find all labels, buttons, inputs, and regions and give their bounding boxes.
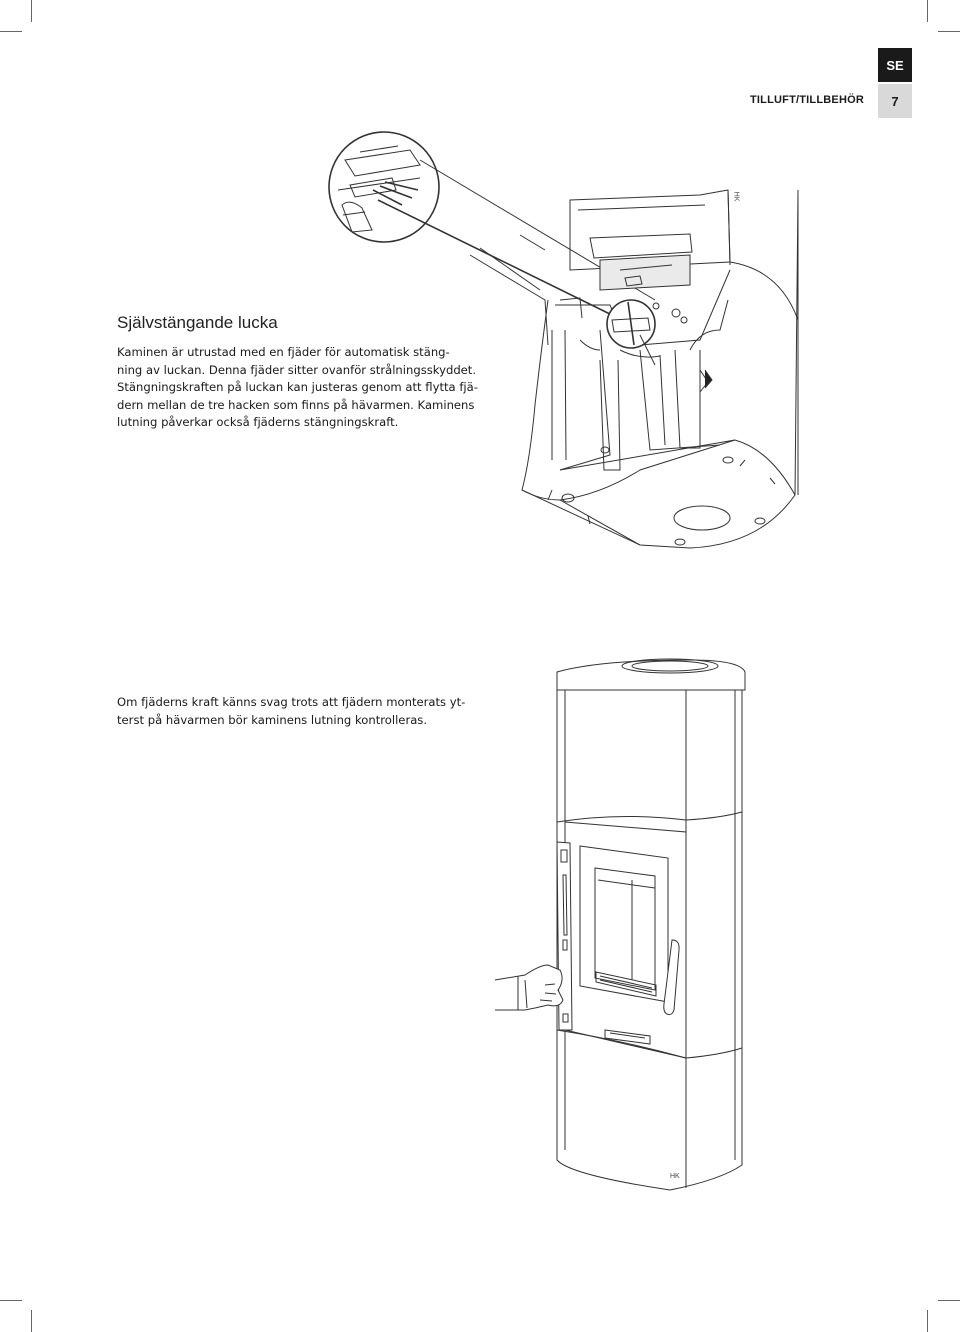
- paragraph-line: Om fjäderns kraft känns svag trots att f…: [117, 695, 466, 709]
- crop-mark: [927, 1310, 928, 1332]
- crop-mark: [31, 1310, 32, 1332]
- crop-mark: [938, 31, 960, 32]
- crop-mark: [927, 0, 928, 22]
- crop-mark: [0, 1300, 22, 1301]
- paragraph-line: ning av luckan. Denna fjäder sitter ovan…: [117, 362, 477, 377]
- paragraph-line: dern mellan de tre hacken som finns på h…: [117, 397, 475, 412]
- crop-mark: [0, 31, 22, 32]
- paragraph-line: terst på hävarmen bör kaminens lutning k…: [117, 712, 428, 727]
- paragraph-line: lutning påverkar också fjäderns stängnin…: [117, 415, 399, 429]
- paragraph: Kaminen är utrustad med en fjäder för au…: [117, 344, 478, 432]
- crop-mark: [938, 1300, 960, 1301]
- section-title: TILLUFT/TILLBEHÖR: [750, 94, 864, 106]
- section-heading: Självstängande lucka: [117, 313, 278, 332]
- language-tab: SE: [878, 48, 912, 82]
- paragraph-line: Kaminen är utrustad med en fjäder för au…: [117, 345, 450, 359]
- paragraph-line: Stängningskraften på luckan kan justeras…: [117, 380, 478, 394]
- page-number: 7: [878, 84, 912, 118]
- crop-mark: [31, 0, 32, 22]
- figure-mark: HK: [670, 1173, 680, 1180]
- paragraph: Om fjäderns kraft känns svag trots att f…: [117, 694, 477, 729]
